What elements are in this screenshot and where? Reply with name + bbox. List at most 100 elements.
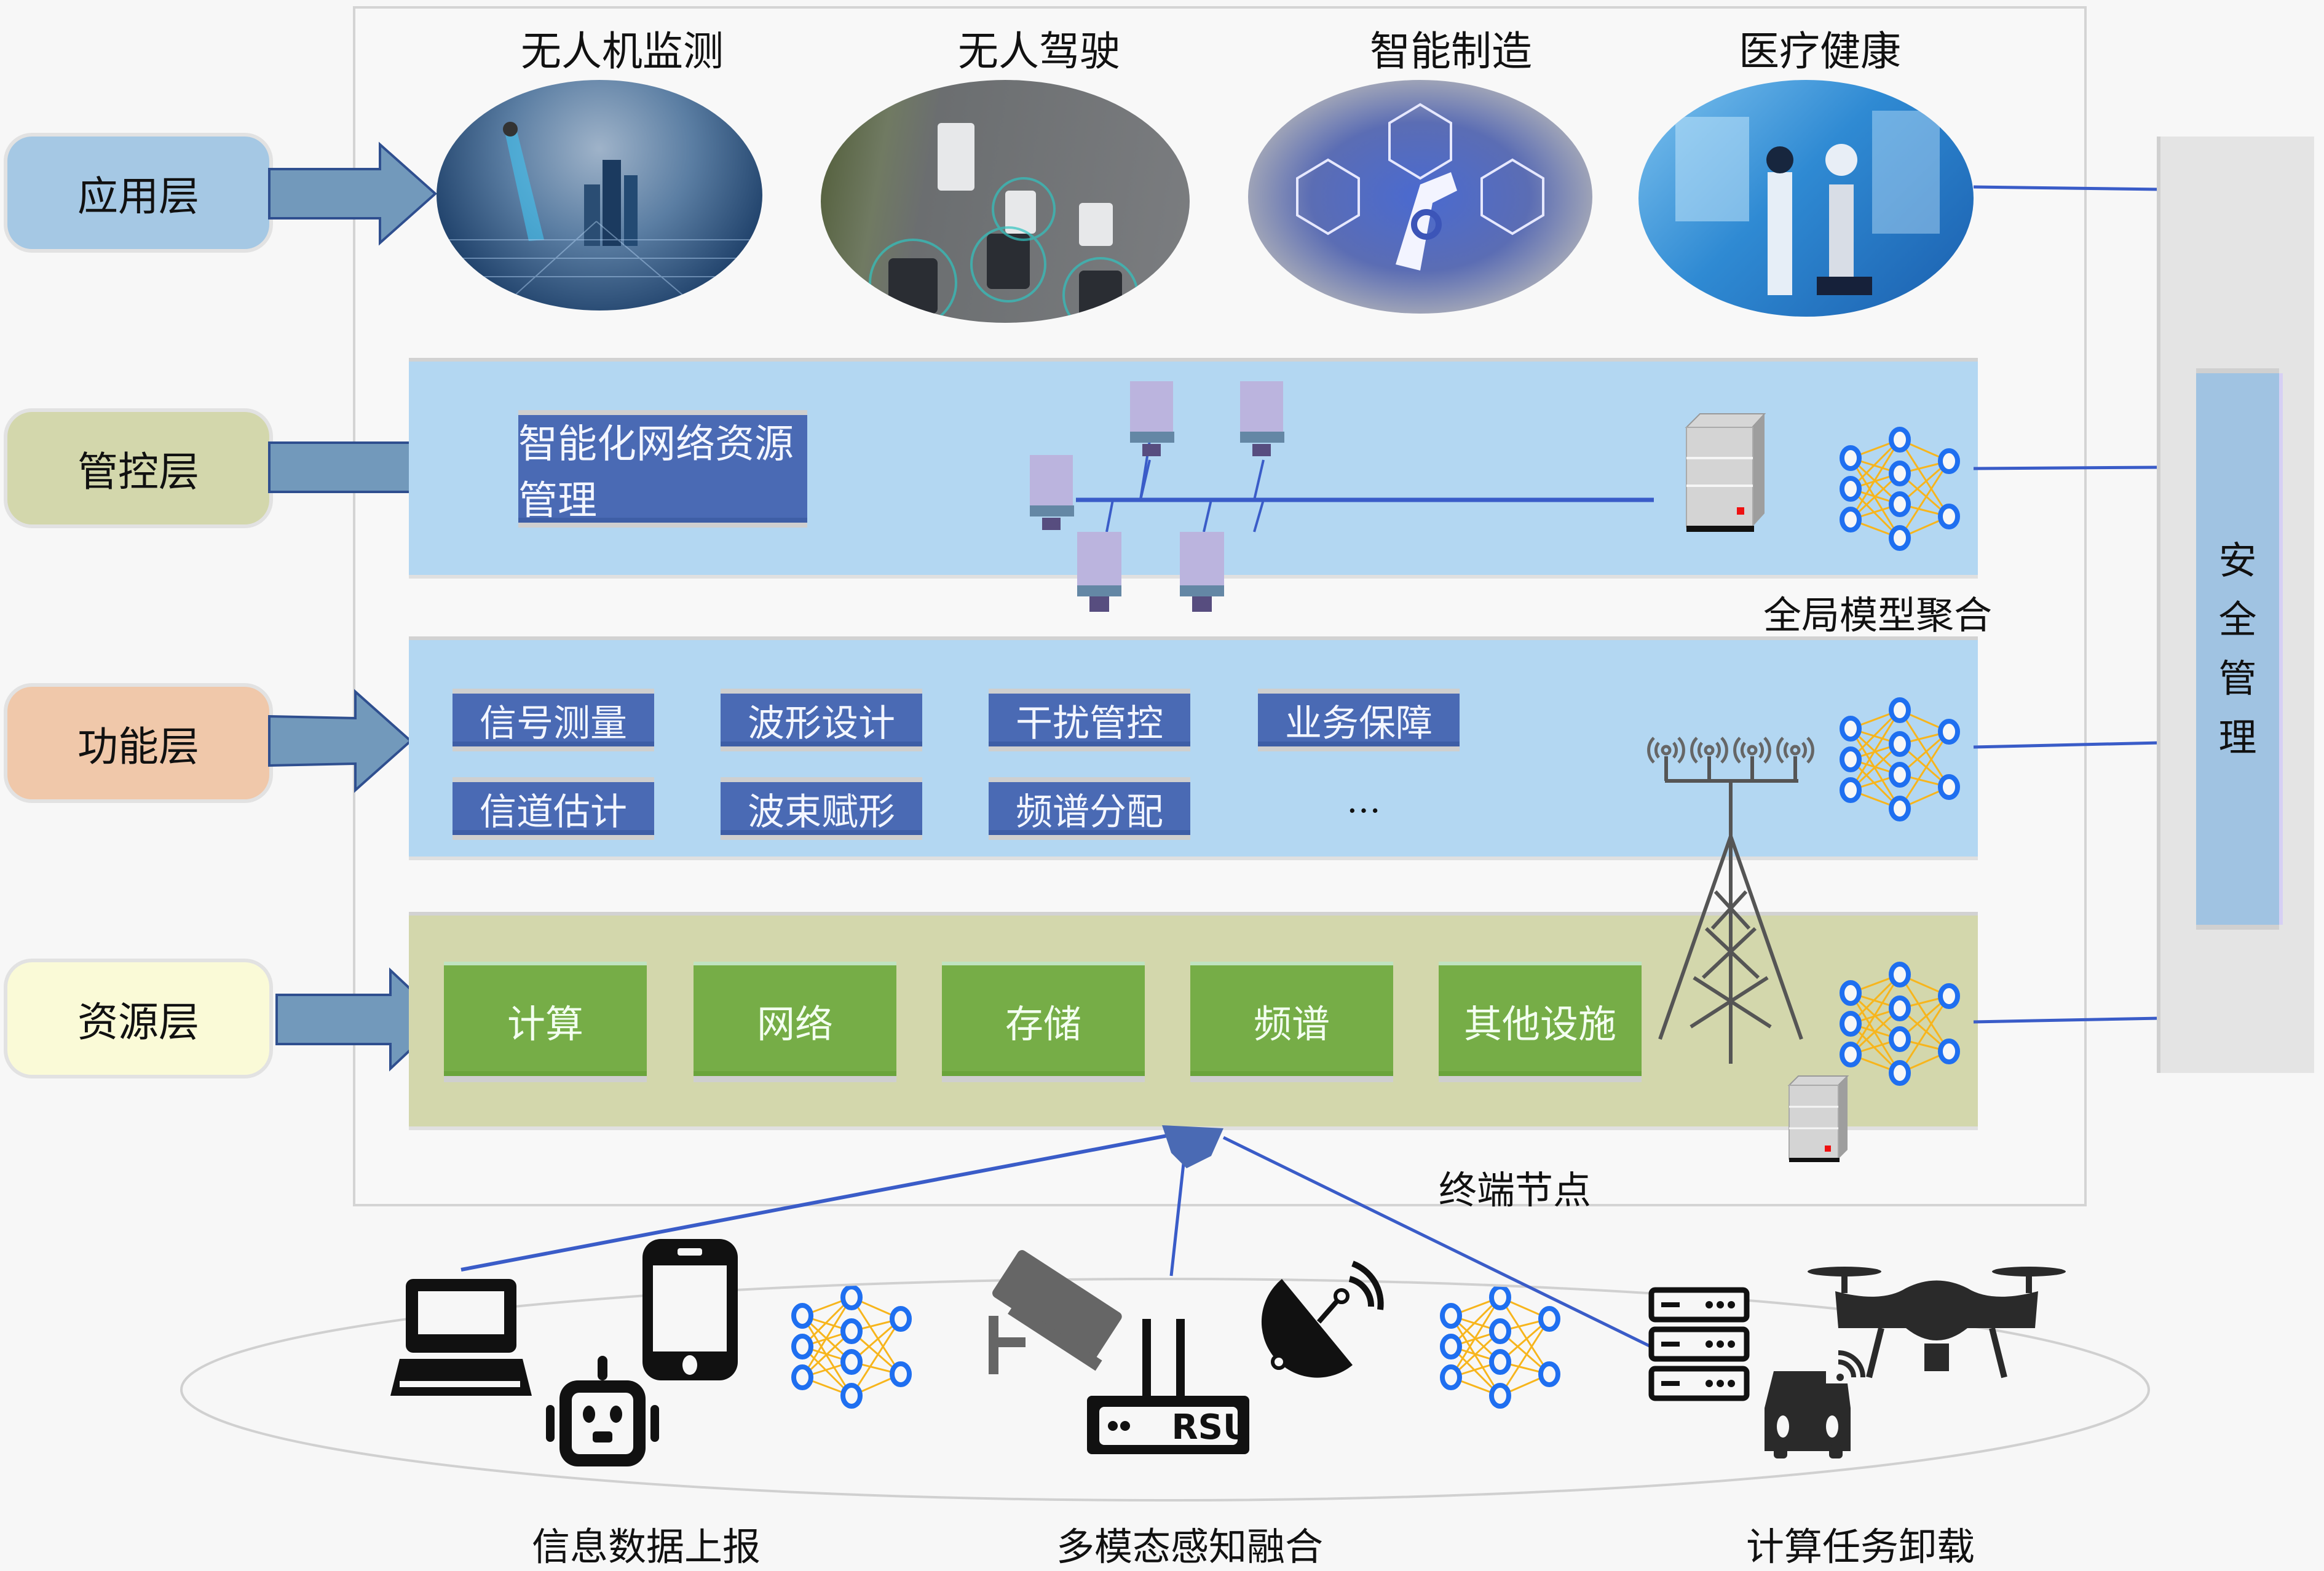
layer-label-text: 资源层 <box>77 998 199 1046</box>
nn-node <box>1889 697 1911 723</box>
nn-node <box>1840 507 1862 532</box>
nn-node <box>1489 1318 1511 1344</box>
layer-label-application: 应用层 <box>7 137 269 249</box>
nn-node <box>1938 448 1960 474</box>
nn-node <box>1889 1060 1911 1086</box>
robot-icon <box>546 1356 659 1466</box>
security-links <box>1973 185 2161 1024</box>
nn-node <box>840 1318 863 1344</box>
resource-other-facilities: 其他设施 <box>1439 965 1642 1076</box>
nn-edge <box>801 1297 853 1378</box>
arrow-function <box>268 689 413 793</box>
nn-edge <box>1849 457 1901 539</box>
cctv-camera-icon <box>989 1250 1122 1374</box>
caption-compute-task-offloading: 计算任务卸载 <box>1746 1524 1975 1569</box>
connected-car-icon <box>1765 1350 1865 1458</box>
nn-node <box>840 1349 863 1375</box>
smart-manufacturing-image <box>1248 80 1592 314</box>
neural-network-icon <box>1840 697 1960 821</box>
nn-node <box>1840 746 1862 772</box>
nn-node <box>1938 719 1960 745</box>
nn-node <box>1889 491 1911 517</box>
computer-icon <box>1240 381 1284 456</box>
nn-node <box>1889 427 1911 453</box>
resource-compute: 计算 <box>444 965 647 1076</box>
cell-tower-icon <box>1647 737 1814 1064</box>
computer-icon <box>1130 381 1174 456</box>
security-label-char: 管 <box>2218 655 2257 701</box>
nn-edge <box>1450 1315 1501 1396</box>
nn-node <box>1489 1349 1511 1375</box>
function-ellipsis: … <box>1346 781 1381 821</box>
neural-network-icon <box>1440 1284 1560 1409</box>
layer-label-text: 应用层 <box>77 172 199 220</box>
resource-storage: 存储 <box>942 965 1145 1076</box>
nn-node <box>1840 1011 1862 1037</box>
nn-edge <box>1899 461 1950 539</box>
nn-edge <box>1849 728 1901 809</box>
nn-node <box>1440 1303 1462 1329</box>
smartphone-icon <box>642 1239 738 1380</box>
neural-network-icon <box>1840 427 1960 551</box>
nn-edge <box>1899 439 1950 517</box>
nn-node <box>1938 774 1960 800</box>
nn-node <box>1889 525 1911 551</box>
app-title-drone-monitoring: 无人机监测 <box>521 28 724 75</box>
nn-node <box>1889 962 1911 987</box>
nn-node <box>1840 1042 1862 1067</box>
nn-edge <box>850 1318 902 1396</box>
layer-label-text: 管控层 <box>77 448 199 496</box>
function-layer-band <box>409 640 1978 857</box>
nn-node <box>791 1303 813 1329</box>
app-title-autonomous-driving: 无人驾驶 <box>958 28 1120 75</box>
laptop-icon <box>390 1279 532 1396</box>
layer-label-text: 功能层 <box>77 722 199 770</box>
nn-edge <box>1899 995 1950 1074</box>
nn-edge <box>1899 974 1950 1052</box>
nn-edge <box>1849 439 1901 520</box>
nn-edge <box>1499 1297 1551 1375</box>
network-resource-management-box: 智能化网络资源管理 <box>518 415 807 524</box>
layer-label-function: 功能层 <box>7 687 269 799</box>
nn-edge <box>850 1297 902 1375</box>
nn-node <box>890 1306 912 1332</box>
resource-network: 网络 <box>694 965 896 1076</box>
computer-icon <box>1180 532 1224 612</box>
security-label-char: 安 <box>2218 537 2257 583</box>
arrow-application <box>268 141 438 246</box>
server-icon <box>1787 1075 1849 1162</box>
computer-icon <box>1030 455 1074 530</box>
server-icon <box>1685 413 1766 532</box>
antenna-array-icon <box>1647 737 1814 764</box>
app-title-healthcare: 医疗健康 <box>1739 28 1901 75</box>
rsu-label: RSU <box>1172 1407 1251 1447</box>
nn-edge <box>1849 710 1901 791</box>
app-title-smart-manufacturing: 智能制造 <box>1370 28 1532 75</box>
nn-node <box>1489 1284 1511 1310</box>
nn-node <box>890 1361 912 1387</box>
nn-node <box>1889 762 1911 788</box>
drone-icon <box>1808 1267 2066 1379</box>
function-interference-control: 干扰管控 <box>989 694 1190 746</box>
neural-network-icon <box>791 1284 912 1409</box>
terminal-ellipse <box>180 1278 2150 1502</box>
nn-node <box>1889 461 1911 486</box>
function-beamforming: 波束赋形 <box>721 782 922 835</box>
nn-node <box>1538 1361 1560 1387</box>
function-channel-estimation: 信道估计 <box>453 782 654 835</box>
security-label-char: 理 <box>2218 714 2257 760</box>
nn-edge <box>1899 710 1950 788</box>
nn-node <box>840 1383 863 1409</box>
nn-node <box>1440 1364 1462 1390</box>
nn-edge <box>1849 974 1901 1055</box>
nn-node <box>1440 1334 1462 1359</box>
function-service-assurance: 业务保障 <box>1258 694 1460 746</box>
security-label-char: 全 <box>2218 596 2257 642</box>
autonomous-driving-image <box>821 80 1190 323</box>
caption-info-data-report: 信息数据上报 <box>532 1524 761 1569</box>
neural-network-icon <box>1840 962 1960 1086</box>
management-network <box>1030 381 1654 612</box>
caption-multimodal-sensing-fusion: 多模态感知融合 <box>1056 1524 1324 1569</box>
nn-edge <box>1499 1318 1551 1396</box>
layer-label-management: 管控层 <box>7 412 269 524</box>
